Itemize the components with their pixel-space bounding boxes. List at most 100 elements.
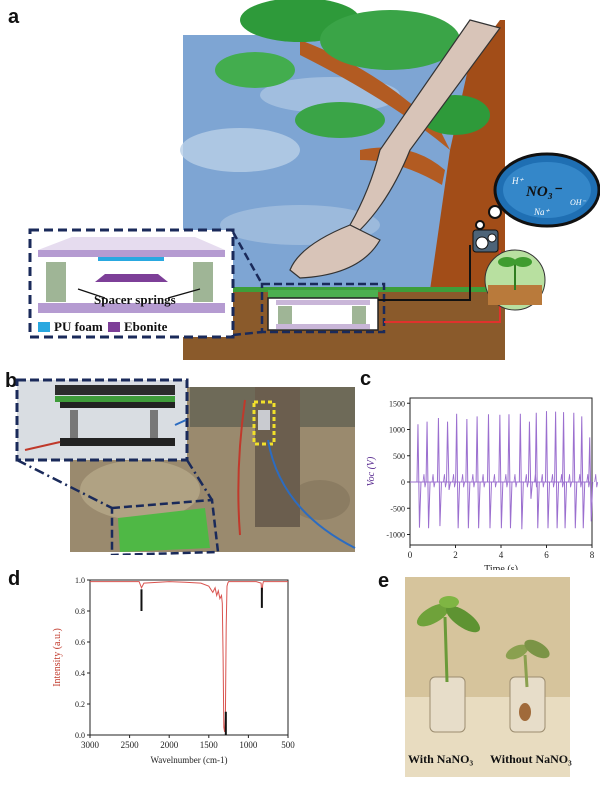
- teng-device-ebonite: [276, 300, 370, 305]
- x-tick-label: 1500: [200, 740, 219, 750]
- y-tick-label: -1000: [386, 531, 405, 540]
- voltage-peak: [580, 416, 586, 529]
- caption-with-nitrate: With NaNO₃: [408, 752, 474, 766]
- voltage-peak: [562, 412, 568, 529]
- x-tick-label: 2: [453, 550, 458, 560]
- voltage-ripple: [471, 474, 476, 488]
- panel-a-label: a: [8, 6, 20, 28]
- x-tick-label: 2500: [121, 740, 140, 750]
- voltage-ripple: [422, 474, 427, 488]
- bubble-dot: [488, 205, 502, 219]
- tree-foliage: [215, 52, 295, 88]
- inset-spring-left: [46, 262, 66, 302]
- cloud: [180, 128, 300, 172]
- teng-device-spring: [352, 306, 366, 326]
- voltage-peak: [446, 421, 452, 490]
- plot-frame: [89, 579, 289, 736]
- x-tick-label: 500: [281, 740, 295, 750]
- voltage-peak: [498, 414, 504, 529]
- tree-trunk-photo: [255, 387, 300, 527]
- plant-leaf: [498, 257, 516, 267]
- x-tick-label: 6: [544, 550, 549, 560]
- device-highlight-box: [260, 282, 386, 334]
- panel-b-label: b: [5, 370, 18, 392]
- ion-na: Na⁺: [533, 207, 551, 217]
- voltage-ripple: [431, 474, 436, 488]
- wire-black: [378, 245, 471, 301]
- plant-leaf: [514, 257, 532, 267]
- ftir-spectrum-line: [90, 581, 288, 732]
- panel-d-label: d: [8, 568, 21, 590]
- ion-no3: NO₃⁻: [525, 184, 563, 200]
- x-tick-label: 4: [499, 550, 504, 560]
- tree-branch: [300, 40, 450, 150]
- voltage-chart-plot: [410, 411, 599, 530]
- caption-without-nitrate: Without NaNO₃: [490, 752, 572, 766]
- wire-photo: [237, 399, 246, 536]
- voltage-ripple: [504, 474, 509, 488]
- grass-strip: [183, 287, 505, 292]
- tree-trunk: [430, 20, 505, 290]
- voltage-peak: [507, 414, 513, 529]
- y-tick-label: 0.8: [75, 607, 85, 616]
- voltage-ripple: [540, 474, 545, 488]
- voltage-peak: [572, 412, 578, 529]
- x-tick-label: 2000: [160, 740, 179, 750]
- voltage-ripple: [452, 474, 456, 488]
- inset-top-plate: [38, 237, 225, 250]
- electrode: [487, 233, 497, 243]
- grass-mat-highlight: [110, 498, 220, 555]
- y-tick-label: 0.0: [75, 731, 85, 740]
- y-tick-label: 500: [393, 452, 405, 461]
- electrode: [475, 236, 489, 250]
- ftir-chart-plot: [90, 581, 288, 735]
- x-axis-label: Wavelnumber (cm-1): [151, 755, 228, 765]
- x-axis-label: Time (s): [484, 564, 518, 570]
- legend-ebonite-swatch: [108, 322, 120, 332]
- electrode-box-photo: [252, 400, 276, 446]
- ion-h: H⁺: [511, 176, 524, 186]
- voltage-peak: [518, 413, 524, 530]
- voltage-peak: [588, 437, 594, 522]
- y-tick-label: 0.2: [75, 700, 85, 709]
- legend-pu-foam: PU foam: [54, 319, 103, 334]
- voltage-ripple: [513, 474, 518, 488]
- y-axis-label: Voc (V): [366, 456, 377, 486]
- legend-ebonite: Ebonite: [124, 319, 168, 334]
- teng-device-base: [276, 324, 370, 329]
- shoe-illustration: [289, 224, 381, 279]
- voltage-ripple: [443, 474, 447, 488]
- teng-device-spring: [278, 306, 292, 326]
- voltage-peak: [534, 412, 540, 529]
- grass-mat-photo: [118, 508, 210, 552]
- inset-spring-right: [193, 262, 213, 302]
- y-tick-label: 0: [401, 478, 405, 487]
- voltage-peak: [425, 421, 431, 529]
- voltage-peak: [486, 414, 492, 529]
- ion-oh: OH⁻: [570, 198, 587, 207]
- voltage-ripple: [481, 474, 486, 488]
- panel-e-photo: [405, 577, 570, 777]
- x-tick-label: 0: [408, 550, 413, 560]
- voltage-peak: [475, 416, 481, 529]
- y-axis-label: Intensity (a.u.): [52, 628, 63, 687]
- voltage-peak: [436, 417, 442, 527]
- x-tick-label: 3000: [81, 740, 100, 750]
- panel-c-label: c: [360, 368, 372, 390]
- y-tick-label: 1.0: [75, 576, 85, 585]
- inset-bottom-plate: [38, 303, 225, 313]
- x-tick-label: 1000: [239, 740, 258, 750]
- tree-foliage: [295, 102, 385, 138]
- y-tick-label: 1500: [389, 399, 405, 408]
- voltage-peak: [527, 421, 533, 499]
- panel-a-illustration: H⁺ NO₃⁻ OH⁻ Na⁺: [28, 0, 600, 360]
- inset-pu-foam: [98, 257, 164, 261]
- voltage-ripple: [461, 474, 466, 488]
- voltage-ripple: [524, 474, 529, 488]
- voltage-peak: [416, 424, 422, 528]
- voltage-peak: [545, 411, 550, 529]
